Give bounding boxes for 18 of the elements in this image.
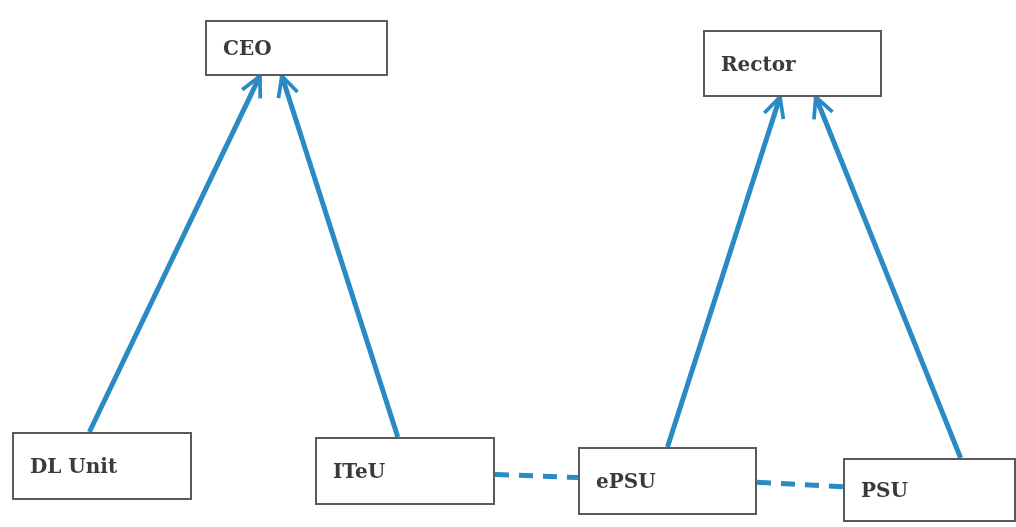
arrow: [87, 74, 263, 434]
org-unit-box: [205, 20, 388, 76]
unit-label: Rector: [721, 51, 796, 76]
arrow: [812, 95, 963, 459]
dashed-connector: [494, 471, 579, 481]
dashed-connector: [756, 479, 844, 490]
org-unit-box: [315, 437, 495, 505]
arrow: [276, 74, 401, 438]
unit-label: ITeU: [333, 459, 386, 483]
org-unit-box: [578, 447, 757, 515]
org-unit-box: [12, 432, 192, 500]
unit-label: PSU: [861, 478, 908, 502]
arrow: [665, 95, 786, 448]
org-unit-box: [703, 30, 882, 97]
unit-label: DL Unit: [30, 454, 118, 478]
unit-label: CEO: [223, 36, 272, 60]
unit-label: ePSU: [596, 469, 656, 493]
org-unit-box: [843, 458, 1016, 522]
